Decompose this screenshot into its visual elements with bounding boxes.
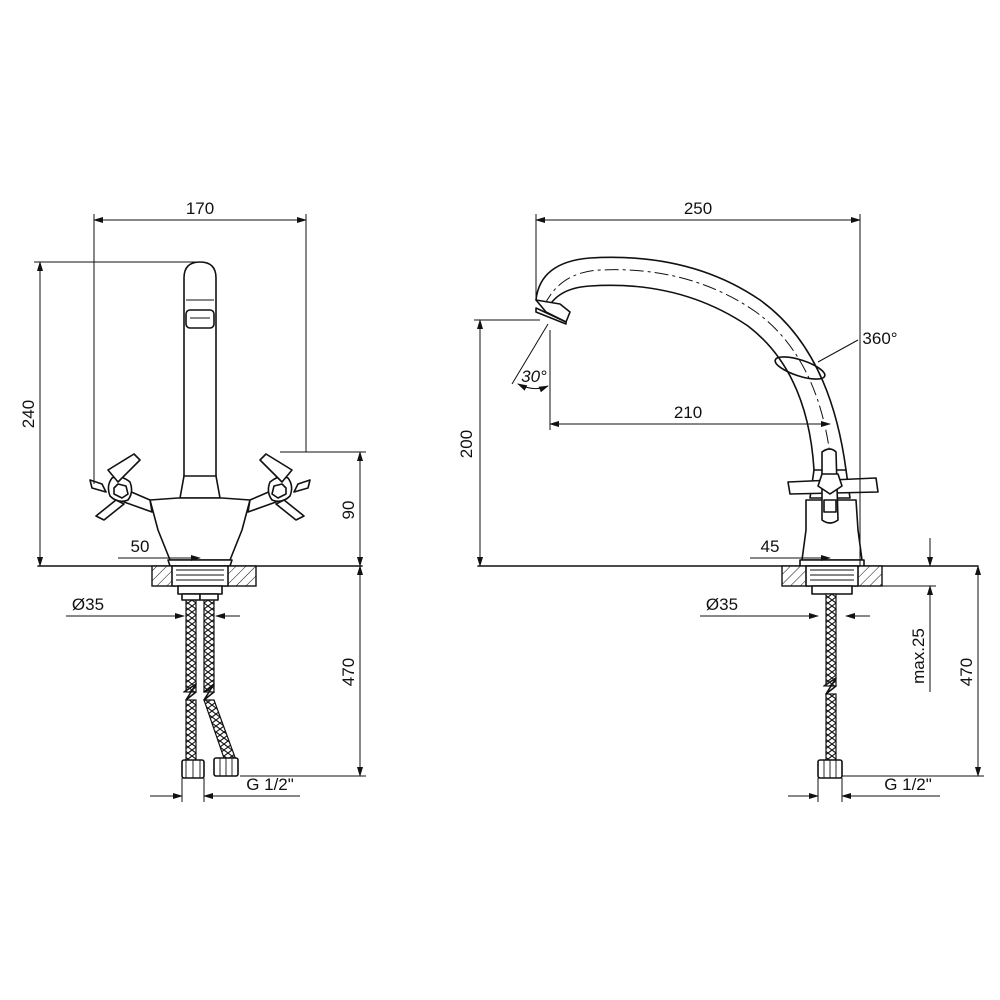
flexible-hose-side bbox=[817, 593, 843, 779]
side-angle-dimension: 30° bbox=[511, 323, 549, 393]
front-diameter-dimension: Ø35 bbox=[66, 595, 240, 619]
left-cross-handle bbox=[89, 453, 153, 521]
side-spout-reach-label: 210 bbox=[674, 403, 702, 422]
mixer-body bbox=[149, 475, 251, 567]
front-body-offset-label: 50 bbox=[131, 537, 150, 556]
front-thread-label: G 1/2" bbox=[246, 775, 294, 794]
side-reach-label: 250 bbox=[684, 199, 712, 218]
side-diameter-dimension: Ø35 bbox=[700, 595, 870, 619]
side-angle-label: 30° bbox=[521, 367, 547, 386]
side-max-thickness-dimension: max.25 bbox=[862, 538, 936, 692]
side-spout-reach-dimension: 210 bbox=[549, 330, 831, 430]
front-height-dimension: 240 bbox=[19, 261, 200, 567]
front-height-label: 240 bbox=[19, 400, 38, 428]
front-body-offset-dimension: 50 bbox=[118, 537, 201, 561]
front-width-dimension: 170 bbox=[93, 199, 307, 484]
side-hose-length-label: 470 bbox=[957, 658, 976, 686]
spout-column bbox=[183, 261, 217, 485]
front-handle-height-dimension: 90 bbox=[280, 451, 366, 567]
front-thread-dimension: G 1/2" bbox=[150, 775, 300, 802]
front-view: 170 240 90 50 Ø35 470 bbox=[19, 199, 366, 802]
front-hose-length-label: 470 bbox=[339, 658, 358, 686]
front-handle-height-label: 90 bbox=[339, 501, 358, 520]
mounting-plate bbox=[151, 565, 257, 595]
side-view: 250 210 200 30° 360° 45 bbox=[457, 199, 984, 802]
side-diameter-label: Ø35 bbox=[706, 595, 738, 614]
mounting-plate-side bbox=[781, 565, 883, 595]
right-cross-handle bbox=[247, 453, 311, 521]
side-height-dimension: 200 bbox=[457, 319, 540, 567]
flexible-hoses bbox=[181, 593, 239, 779]
side-hose-length-dimension: 470 bbox=[842, 565, 984, 777]
side-thread-dimension: G 1/2" bbox=[788, 775, 940, 802]
side-rotation-annotation: 360° bbox=[817, 329, 898, 363]
side-height-label: 200 bbox=[457, 430, 476, 458]
swivel-spout bbox=[535, 256, 847, 473]
side-rotation-label: 360° bbox=[862, 329, 897, 348]
front-width-label: 170 bbox=[186, 199, 214, 218]
side-body-offset-dimension: 45 bbox=[750, 537, 831, 561]
side-max-thickness-label: max.25 bbox=[909, 628, 928, 684]
front-diameter-label: Ø35 bbox=[72, 595, 104, 614]
side-cross-handle bbox=[787, 448, 879, 524]
side-body-offset-label: 45 bbox=[761, 537, 780, 556]
side-thread-label: G 1/2" bbox=[884, 775, 932, 794]
front-hose-length-dimension: 470 bbox=[240, 565, 366, 777]
side-reach-dimension: 250 bbox=[535, 199, 861, 566]
